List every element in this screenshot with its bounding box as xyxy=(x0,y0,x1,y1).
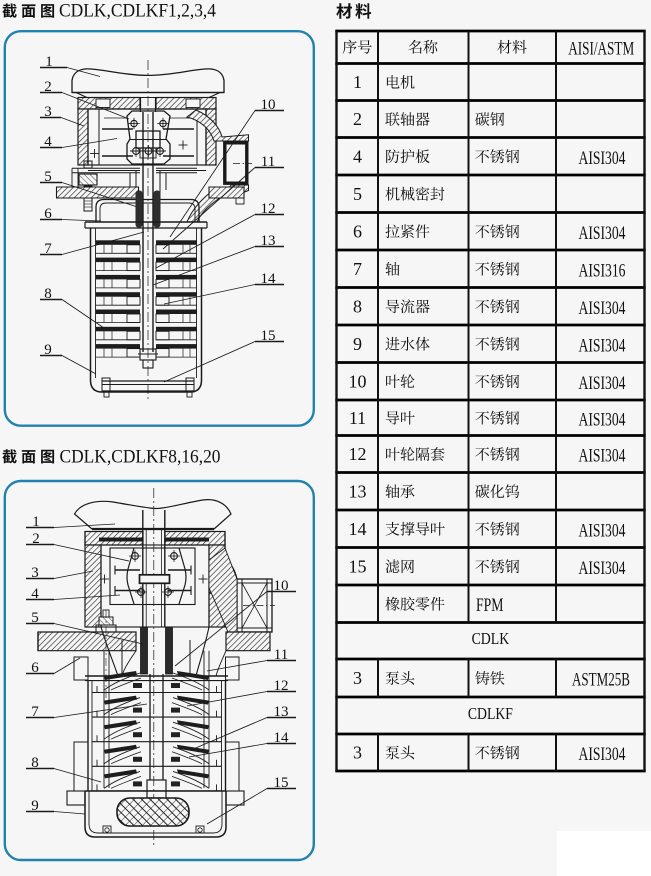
svg-text:13: 13 xyxy=(274,704,289,720)
svg-text:CDLKF: CDLKF xyxy=(468,704,513,723)
svg-text:AISI/ASTM: AISI/ASTM xyxy=(568,39,634,60)
svg-text:10: 10 xyxy=(274,578,289,594)
svg-text:AISI316: AISI316 xyxy=(579,260,626,281)
svg-text:2: 2 xyxy=(32,531,40,547)
svg-text:2: 2 xyxy=(353,109,362,129)
svg-text:15: 15 xyxy=(261,328,276,344)
svg-text:3: 3 xyxy=(44,104,52,120)
svg-text:6: 6 xyxy=(31,660,39,676)
svg-text:7: 7 xyxy=(31,704,39,720)
svg-text:4: 4 xyxy=(31,586,39,602)
svg-text:5: 5 xyxy=(44,169,52,185)
svg-text:9: 9 xyxy=(353,334,362,354)
svg-text:13: 13 xyxy=(349,481,367,501)
svg-text:AISI304: AISI304 xyxy=(579,335,626,356)
svg-text:14: 14 xyxy=(274,730,290,746)
svg-text:FPM: FPM xyxy=(476,595,504,616)
svg-text:4: 4 xyxy=(353,146,362,166)
svg-text:9: 9 xyxy=(44,342,52,358)
svg-text:10: 10 xyxy=(261,97,276,113)
svg-text:12: 12 xyxy=(261,201,276,217)
svg-text:15: 15 xyxy=(274,775,289,791)
svg-text:15: 15 xyxy=(349,556,367,576)
svg-text:14: 14 xyxy=(349,519,367,539)
svg-text:6: 6 xyxy=(353,221,362,241)
svg-text:1: 1 xyxy=(353,72,362,92)
svg-text:7: 7 xyxy=(44,241,52,257)
svg-text:8: 8 xyxy=(353,296,362,316)
svg-text:12: 12 xyxy=(349,444,367,464)
svg-text:5: 5 xyxy=(353,184,362,204)
svg-text:5: 5 xyxy=(31,610,39,626)
svg-text:CDLK: CDLK xyxy=(472,629,510,648)
svg-text:CDLK,CDLKF8,16,20: CDLK,CDLKF8,16,20 xyxy=(60,446,221,467)
svg-text:11: 11 xyxy=(274,647,288,663)
svg-text:AISI304: AISI304 xyxy=(579,520,626,541)
svg-text:6: 6 xyxy=(44,206,52,222)
svg-text:13: 13 xyxy=(261,233,276,249)
svg-text:2: 2 xyxy=(44,79,52,95)
svg-text:AISI304: AISI304 xyxy=(579,373,626,394)
svg-text:8: 8 xyxy=(31,755,39,771)
svg-text:4: 4 xyxy=(44,134,52,150)
svg-text:1: 1 xyxy=(45,54,53,70)
svg-text:11: 11 xyxy=(349,408,366,428)
svg-text:7: 7 xyxy=(353,259,362,279)
svg-text:3: 3 xyxy=(353,743,362,763)
svg-text:8: 8 xyxy=(44,286,52,302)
svg-text:3: 3 xyxy=(31,565,39,581)
svg-text:3: 3 xyxy=(353,668,362,688)
svg-text:12: 12 xyxy=(274,678,289,694)
svg-text:AISI304: AISI304 xyxy=(579,148,626,169)
svg-text:10: 10 xyxy=(349,371,367,391)
svg-text:AISI304: AISI304 xyxy=(579,744,626,765)
svg-text:CDLK,CDLKF1,2,3,4: CDLK,CDLKF1,2,3,4 xyxy=(59,1,216,22)
svg-text:AISI304: AISI304 xyxy=(579,409,626,430)
svg-text:1: 1 xyxy=(32,514,40,530)
svg-text:14: 14 xyxy=(261,271,277,287)
svg-text:AISI304: AISI304 xyxy=(579,558,626,579)
svg-text:ASTM25B: ASTM25B xyxy=(572,670,630,691)
svg-text:9: 9 xyxy=(31,798,39,814)
svg-text:AISI304: AISI304 xyxy=(579,298,626,319)
svg-text:AISI304: AISI304 xyxy=(579,223,626,244)
svg-text:AISI304: AISI304 xyxy=(579,446,626,467)
svg-text:11: 11 xyxy=(261,154,275,170)
